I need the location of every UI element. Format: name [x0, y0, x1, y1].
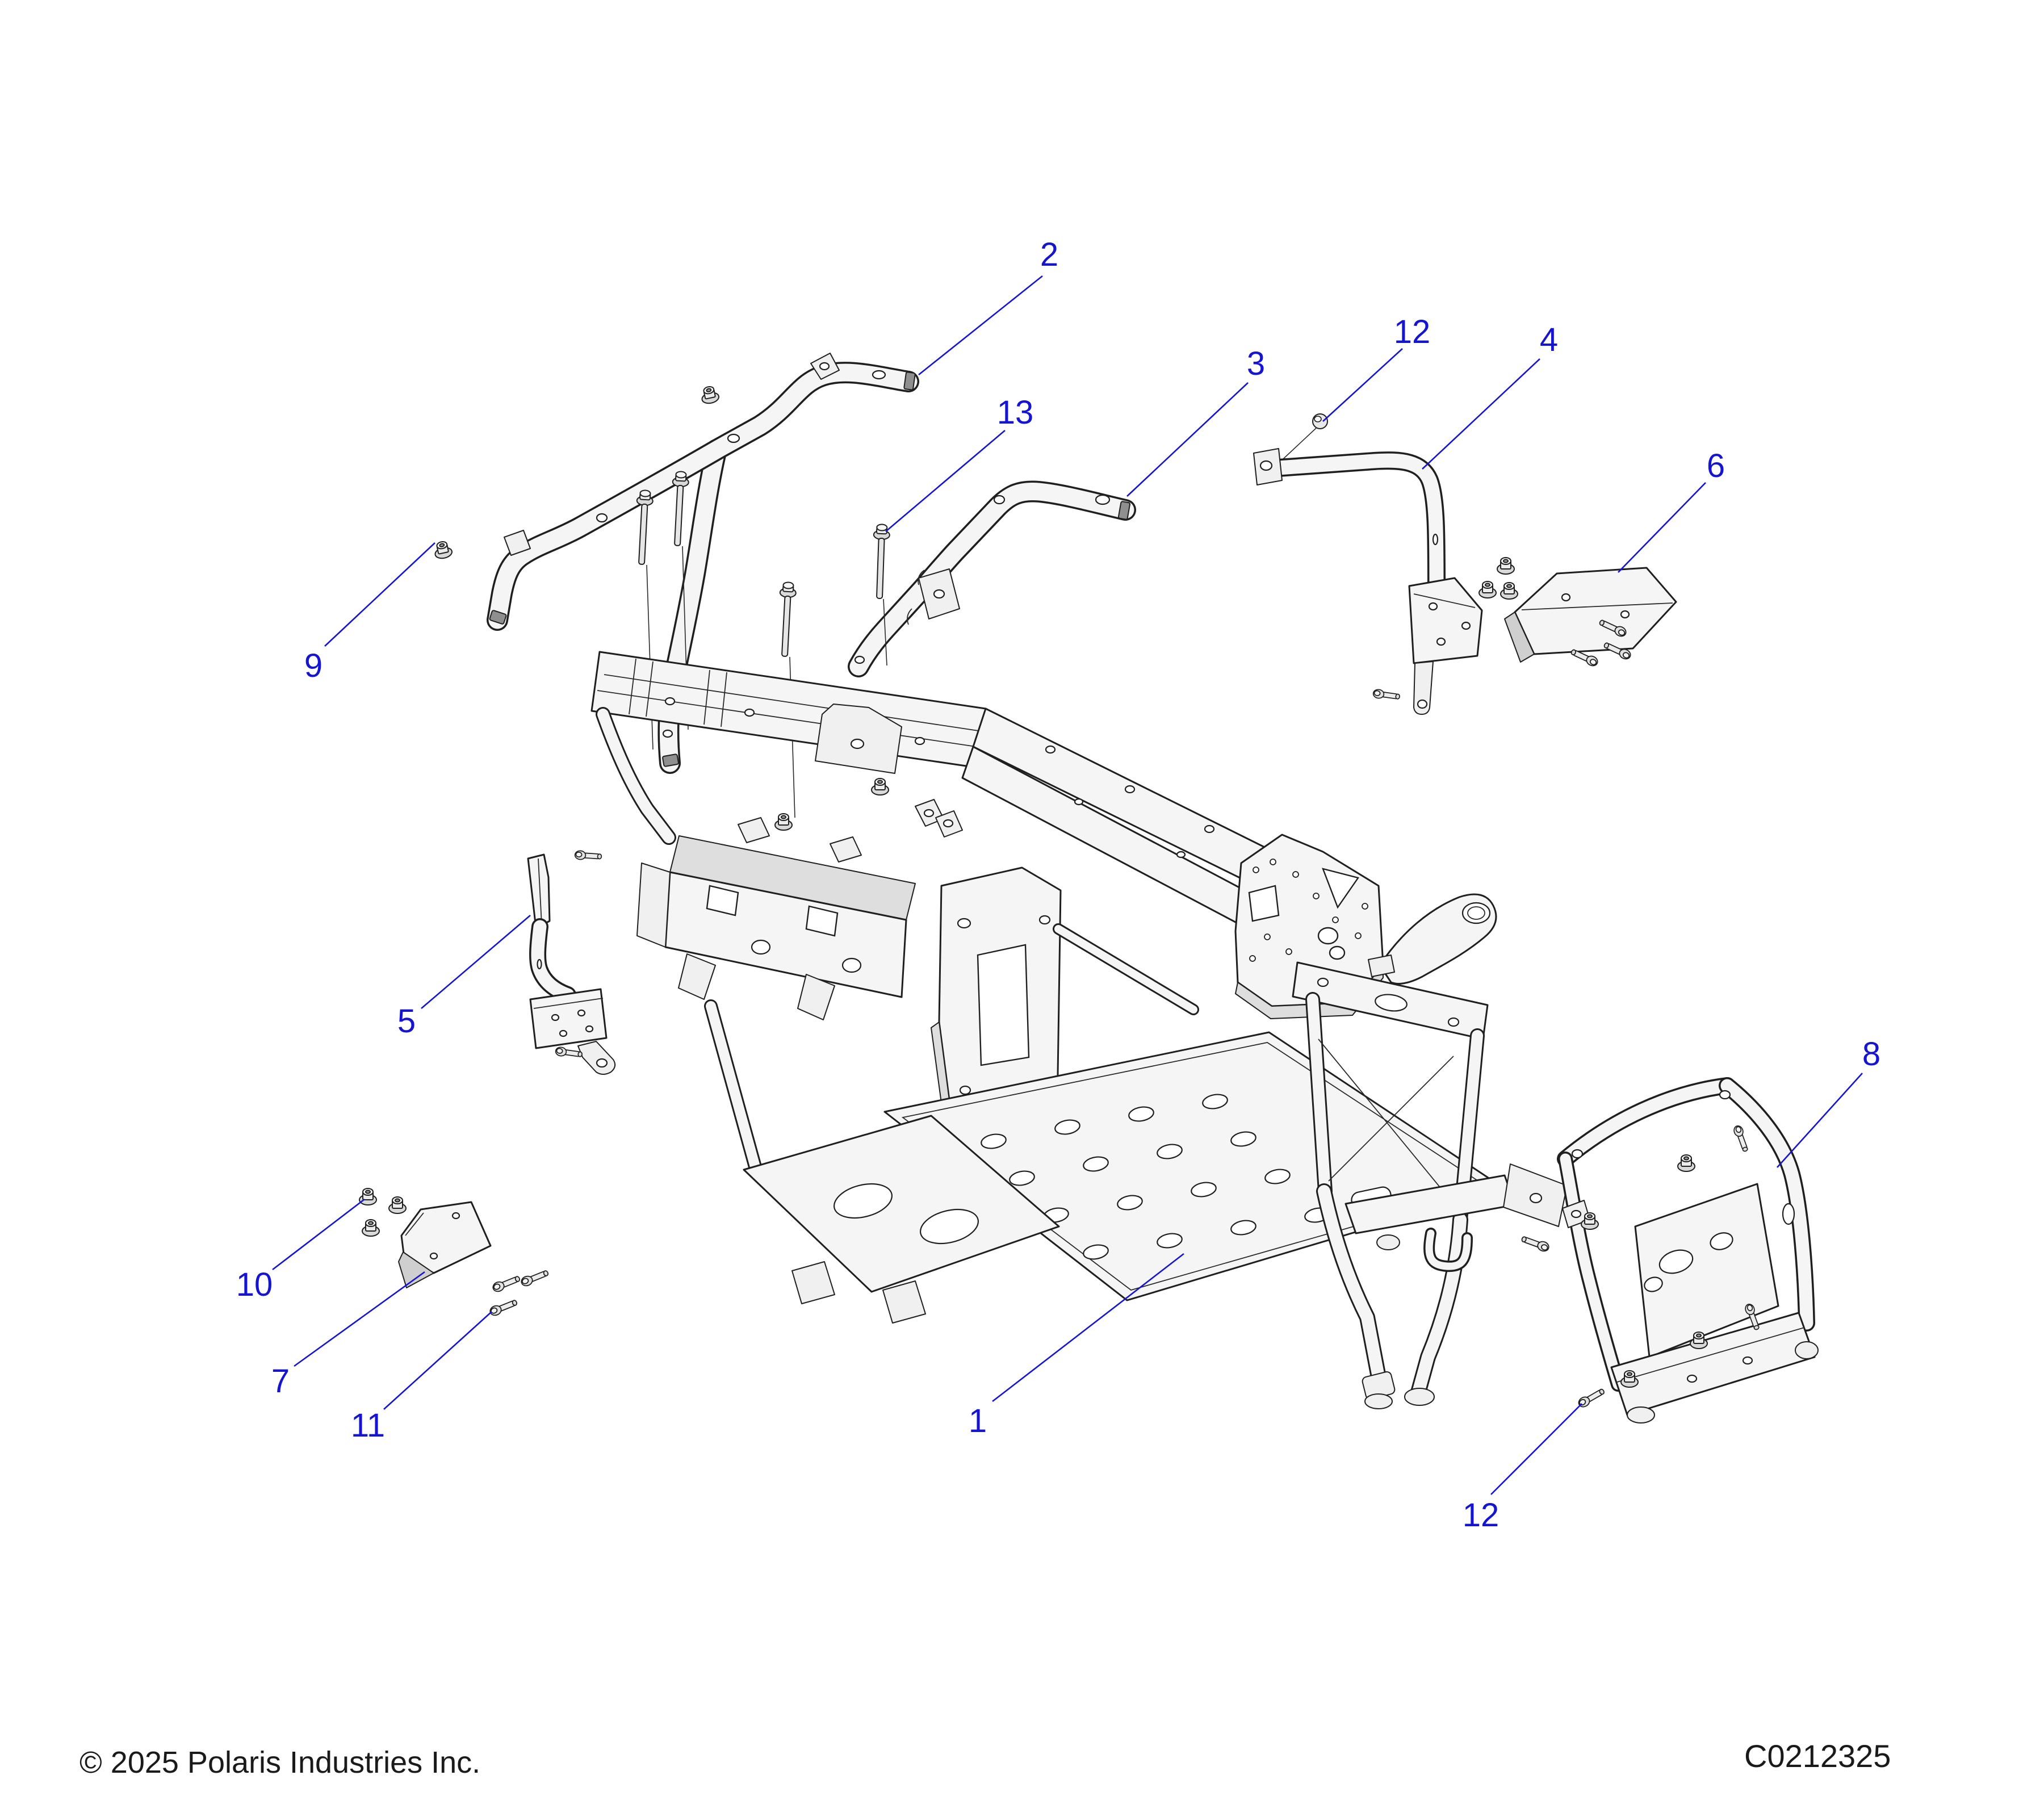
callout-leader-line	[383, 1311, 492, 1410]
part-rear-rack-tube-right	[855, 491, 1130, 667]
callout-number-11: 11	[351, 1407, 385, 1444]
callout-number-5: 5	[397, 1003, 416, 1040]
callout-leader-line	[1422, 358, 1540, 470]
callout-number-7: 7	[271, 1363, 290, 1400]
part-rear-rack-tube-left	[489, 353, 915, 767]
callout-leader-line	[918, 275, 1043, 376]
floor-pan-holes	[981, 1094, 1392, 1260]
callout-number-10: 10	[236, 1266, 273, 1303]
part-shield-plate	[1478, 557, 1677, 668]
callout-leader-line	[1126, 382, 1249, 497]
part-main-frame	[590, 651, 1568, 1409]
callout-leader-line	[1618, 482, 1706, 573]
callout-leader-line	[1490, 1403, 1582, 1495]
diagram-code: C0212325	[1744, 1738, 1891, 1774]
part-mount-plate	[359, 1188, 550, 1318]
callout-number-12: 12	[1463, 1497, 1500, 1534]
callout-number-9: 9	[304, 647, 322, 684]
copyright-text: © 2025 Polaris Industries Inc.	[79, 1745, 480, 1780]
callout-number-1: 1	[969, 1402, 987, 1439]
callout-leader-line	[1322, 348, 1403, 422]
callout-leader-line	[272, 1198, 365, 1271]
part-support-bar	[1253, 413, 1483, 715]
callout-leader-line	[294, 1271, 425, 1367]
callout-number-8: 8	[1862, 1036, 1880, 1073]
part-lever-bracket	[527, 849, 616, 1075]
callout-number-12: 12	[1394, 313, 1431, 350]
callout-leader-line	[421, 915, 531, 1009]
callout-number-13: 13	[997, 394, 1034, 431]
callout-leader-line	[324, 542, 435, 647]
callout-number-4: 4	[1540, 321, 1558, 358]
callout-leader-line	[885, 430, 1006, 532]
callout-leader-line	[992, 1253, 1184, 1402]
callout-number-3: 3	[1247, 345, 1265, 382]
callout-number-2: 2	[1040, 236, 1058, 273]
callout-leader-line	[1777, 1073, 1863, 1168]
callout-number-6: 6	[1707, 447, 1725, 484]
part-front-bumper-support	[1520, 1086, 1819, 1424]
